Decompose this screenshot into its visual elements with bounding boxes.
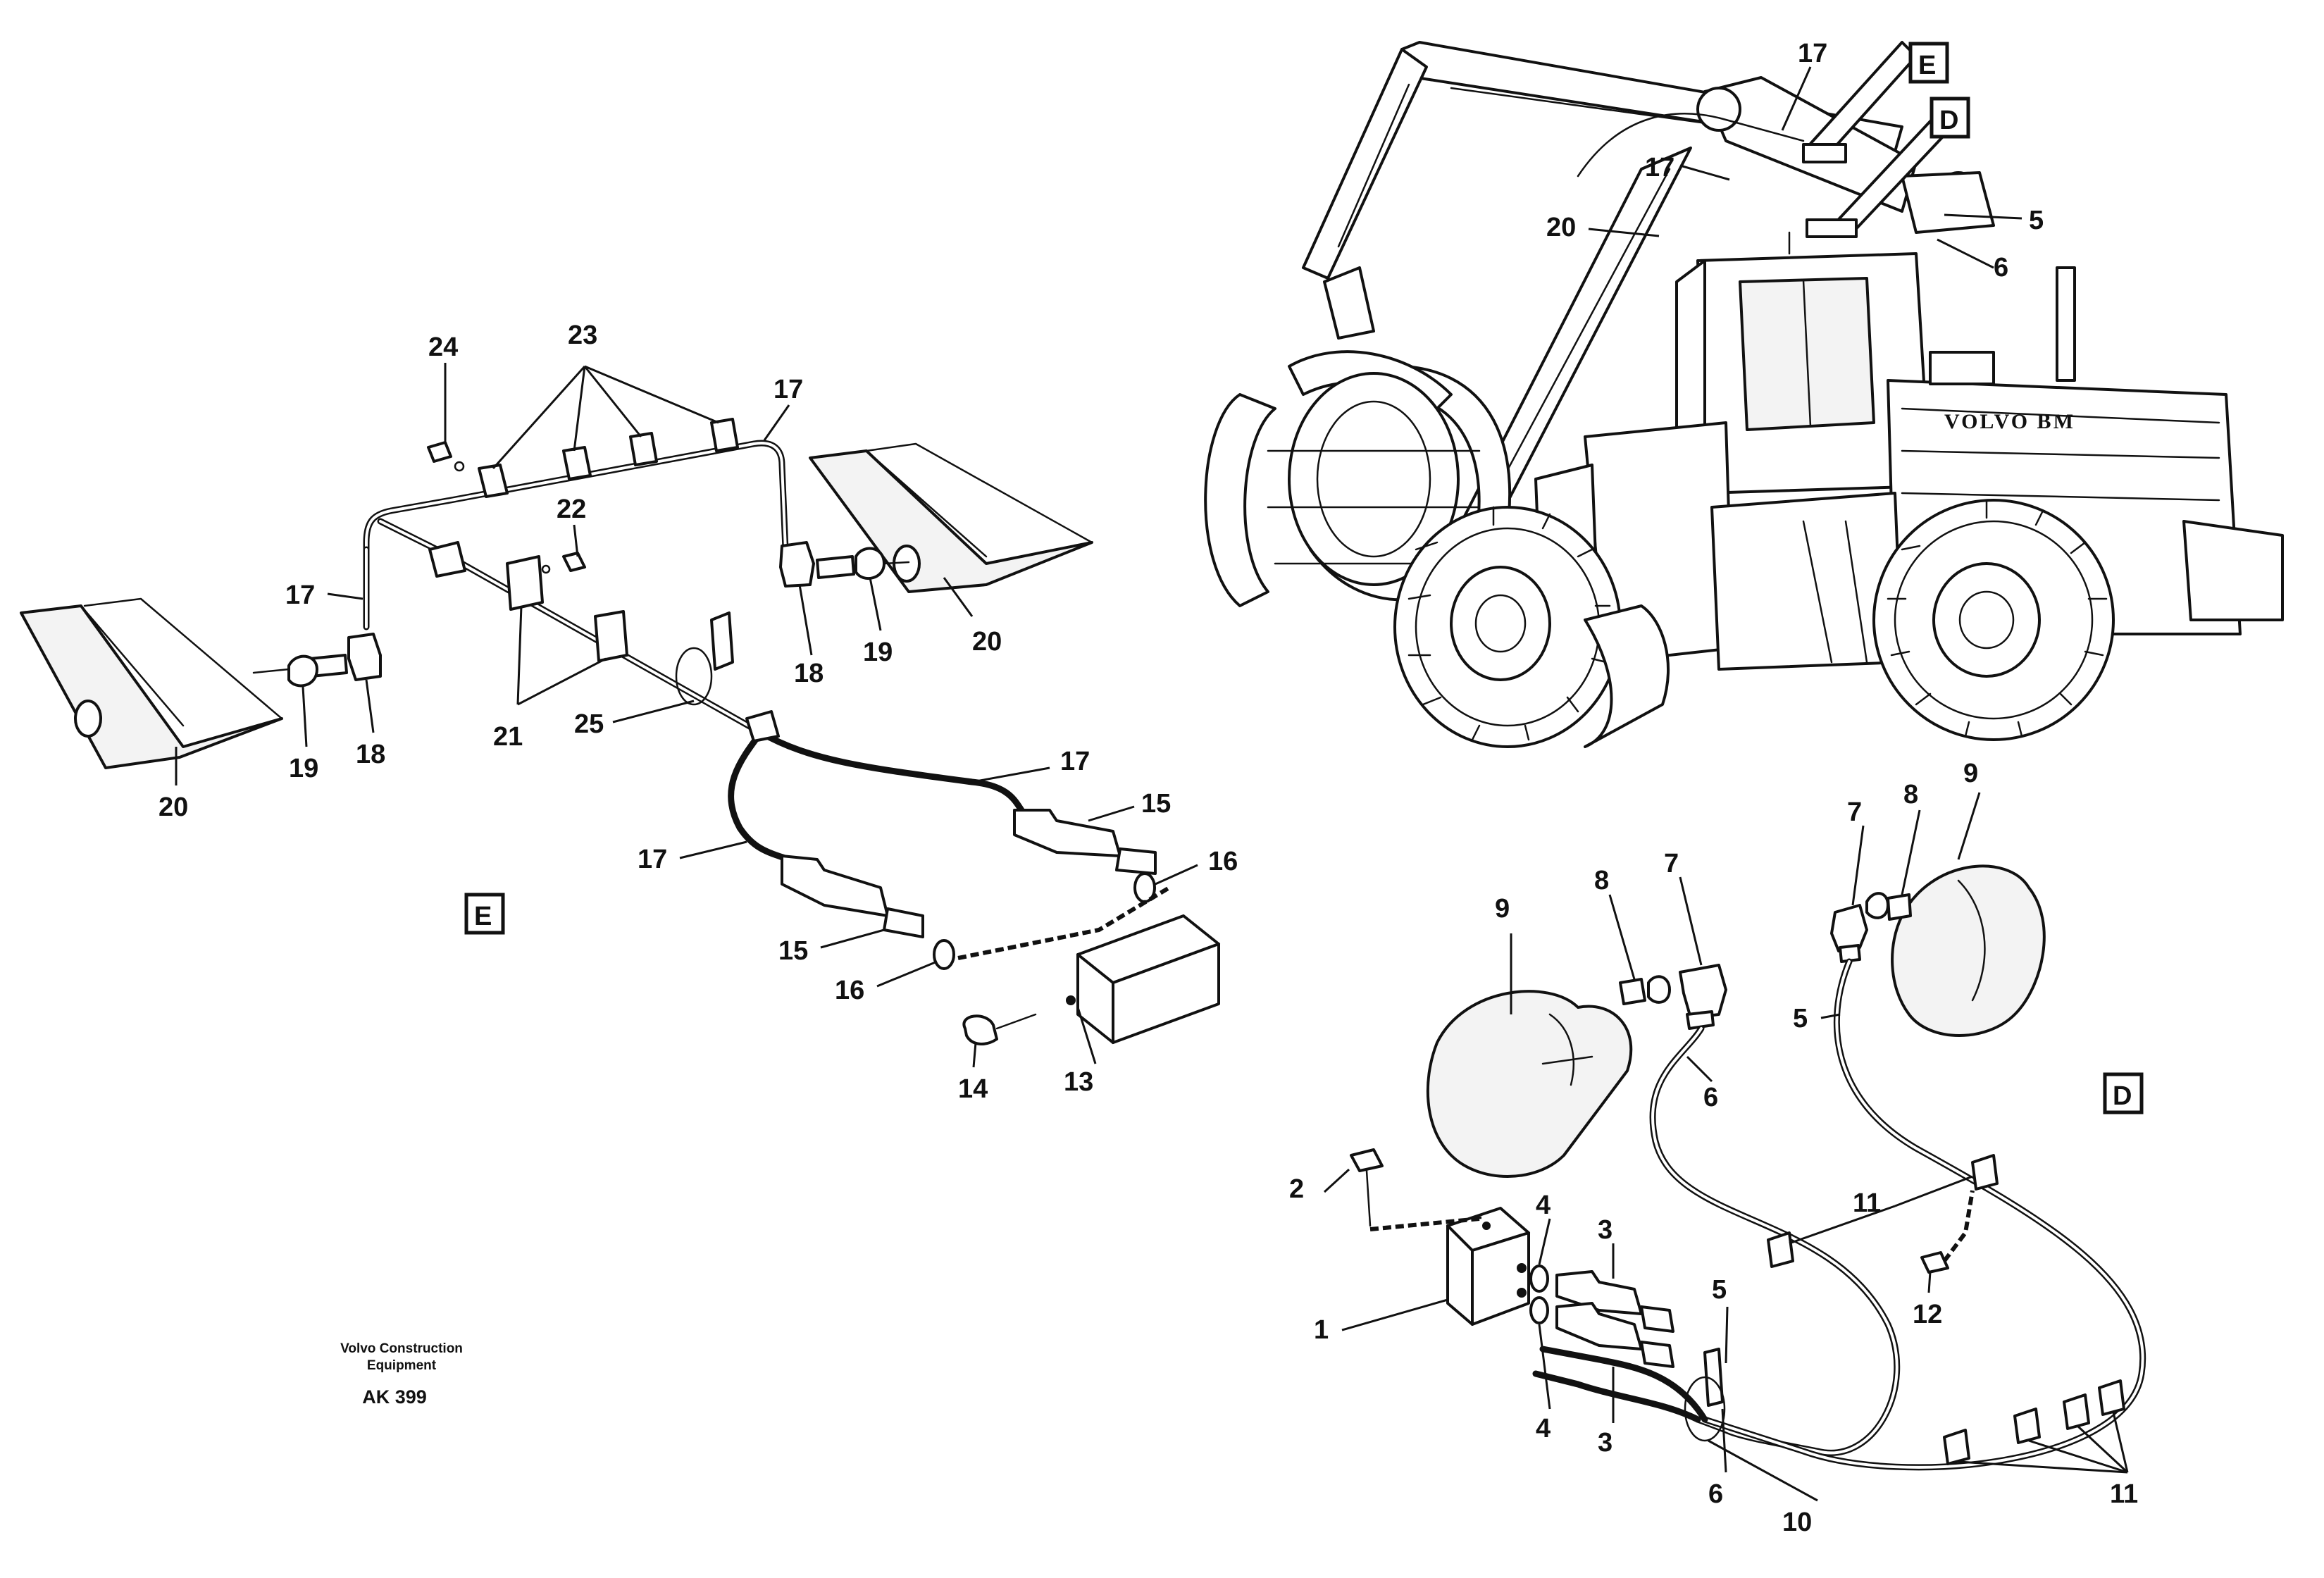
view-label-e: E bbox=[464, 893, 505, 935]
callout-number-20: 20 bbox=[159, 793, 188, 822]
callout-number-13: 13 bbox=[1064, 1067, 1093, 1097]
callout-number-17: 17 bbox=[1645, 153, 1674, 182]
rear-wheel bbox=[1872, 499, 2115, 741]
manufacturer-caption: Volvo Construction Equipment bbox=[303, 1341, 500, 1374]
callout-number-11: 11 bbox=[2110, 1479, 2138, 1509]
callout-number-16: 16 bbox=[835, 976, 864, 1005]
callout-number-E: E bbox=[474, 902, 492, 931]
callout-number-18: 18 bbox=[356, 740, 385, 769]
drawing-code: AK 399 bbox=[362, 1386, 427, 1408]
callout-number-5: 5 bbox=[1793, 1004, 1808, 1033]
forwarder-machine-illustration: VOLVO BM bbox=[1204, 41, 2284, 748]
callout-number-17: 17 bbox=[1798, 39, 1827, 68]
callout-number-6: 6 bbox=[1703, 1083, 1718, 1112]
callout-number-19: 19 bbox=[289, 754, 318, 783]
view-marker-d-machine: D bbox=[1930, 97, 1970, 139]
callout-number-8: 8 bbox=[1594, 866, 1609, 895]
callout-number-17: 17 bbox=[773, 375, 803, 404]
callout-number-17: 17 bbox=[285, 580, 315, 610]
callout-number-16: 16 bbox=[1208, 847, 1238, 876]
manufacturer-line-2: Equipment bbox=[366, 1358, 437, 1373]
machine-callouts: 17 17 20 5 6 bbox=[1546, 39, 2044, 282]
callout-number-5: 5 bbox=[1712, 1275, 1727, 1305]
callout-number-3: 3 bbox=[1598, 1215, 1612, 1245]
callout-number-D: D bbox=[1939, 106, 1958, 135]
callout-number-5: 5 bbox=[2029, 206, 2044, 235]
callout-number-18: 18 bbox=[794, 659, 824, 688]
callout-number-14: 14 bbox=[958, 1074, 988, 1104]
manufacturer-line-1: Volvo Construction bbox=[340, 1341, 463, 1356]
callout-number-3: 3 bbox=[1598, 1428, 1612, 1458]
callout-number-25: 25 bbox=[574, 709, 604, 739]
callout-number-4: 4 bbox=[1536, 1414, 1551, 1443]
callout-number-2: 2 bbox=[1289, 1174, 1304, 1204]
view-d-assembly bbox=[1350, 864, 2146, 1471]
view-d-callouts: 9 8 7 7 8 9 5 6 2 11 12 4 3 1 5 4 3 6 bbox=[1289, 759, 2138, 1537]
callout-number-9: 9 bbox=[1963, 759, 1978, 788]
callout-number-17: 17 bbox=[638, 845, 667, 874]
view-e-assembly bbox=[20, 418, 1220, 1045]
callout-number-1: 1 bbox=[1314, 1315, 1329, 1345]
callout-number-15: 15 bbox=[778, 936, 808, 966]
callout-number-E: E bbox=[1918, 51, 1936, 80]
front-wheel bbox=[1393, 506, 1622, 748]
callout-number-23: 23 bbox=[568, 321, 597, 350]
callout-number-20: 20 bbox=[972, 627, 1002, 657]
callout-number-24: 24 bbox=[428, 333, 458, 362]
callout-number-22: 22 bbox=[557, 495, 586, 524]
callout-number-12: 12 bbox=[1913, 1300, 1942, 1329]
callout-number-19: 19 bbox=[863, 638, 893, 667]
view-marker-e-machine: E bbox=[1908, 42, 1949, 84]
callout-number-4: 4 bbox=[1536, 1191, 1551, 1220]
callout-number-7: 7 bbox=[1664, 849, 1679, 878]
callout-number-6: 6 bbox=[1994, 253, 2008, 282]
view-label-d: D bbox=[2103, 1072, 2144, 1114]
callout-number-11: 11 bbox=[1853, 1188, 1881, 1218]
machine-brand-text: VOLVO BM bbox=[1944, 410, 2075, 433]
callout-number-6: 6 bbox=[1708, 1479, 1723, 1509]
view-e-callouts: 24 23 17 22 17 18 19 20 20 19 18 21 25 1… bbox=[159, 321, 1238, 1104]
callout-number-17: 17 bbox=[1060, 747, 1090, 776]
callout-number-15: 15 bbox=[1141, 789, 1171, 819]
callout-number-21: 21 bbox=[493, 722, 523, 752]
callout-number-20: 20 bbox=[1546, 213, 1576, 242]
callout-number-9: 9 bbox=[1495, 894, 1510, 924]
callout-number-7: 7 bbox=[1847, 797, 1862, 827]
callout-number-8: 8 bbox=[1903, 780, 1918, 809]
callout-number-D: D bbox=[2113, 1081, 2132, 1111]
callout-number-10: 10 bbox=[1782, 1508, 1812, 1537]
